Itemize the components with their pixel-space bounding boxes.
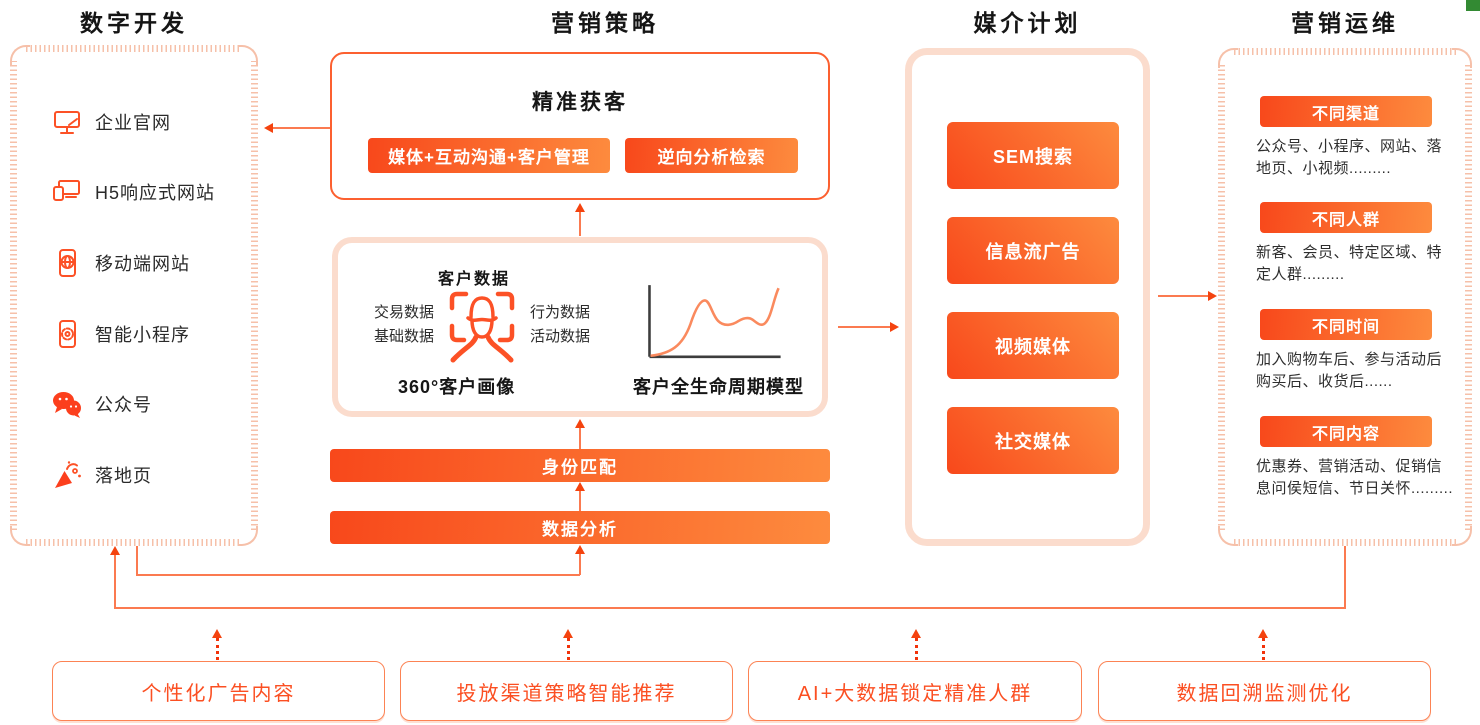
ops-button-content[interactable]: 不同内容 [1260,416,1432,447]
dotted-arrow-4 [1258,629,1268,660]
hatch-border-top [26,45,242,52]
panel-marketing-ops: 不同渠道 公众号、小程序、网站、落地页、小视频......... 不同人群 新客… [1218,48,1472,546]
dotted-arrow-3 [911,629,921,660]
mobile-site-icon [59,249,76,277]
bar-data-analysis[interactable]: 数据分析 [330,511,830,544]
customer-data-title: 客户数据 [438,271,511,288]
lifecycle-caption: 客户全生命周期模型 [633,377,804,397]
dotted-arrow-2 [563,629,573,660]
dev-item-label: H5响应式网站 [95,183,216,203]
acquisition-button-reverse-analysis[interactable]: 逆向分析检索 [625,138,798,173]
column-title-digital-dev: 数字开发 [80,10,188,36]
bottom-box-ai-targeting[interactable]: AI+大数据锁定精准人群 [748,661,1082,721]
ops-desc-content: 优惠券、营销活动、促销信息问侯短信、节日关怀......... [1256,458,1454,497]
ops-desc-audiences: 新客、会员、特定区域、特定人群......... [1256,244,1443,283]
ops-button-audiences[interactable]: 不同人群 [1260,202,1432,233]
hatch-border-left [10,61,17,530]
hatch-border-bottom [1234,539,1456,546]
ops-desc-timing: 加入购物车后、参与活动后购买后、收货后...... [1256,351,1443,390]
dev-item-landing-page[interactable]: 落地页 [52,458,152,492]
bottom-box-data-tracking[interactable]: 数据回溯监测优化 [1098,661,1431,721]
mini-program-icon [59,320,76,348]
media-button-video-media[interactable]: 视频媒体 [947,312,1119,379]
landing-page-icon [55,461,81,488]
panel-precise-acquisition: 精准获客 媒体+互动沟通+客户管理 逆向分析检索 [330,52,830,200]
panel-digital-dev: 企业官网 H5响应式网站 移动端网站 智能小程序 [10,45,258,546]
dev-item-label: 移动端网站 [95,254,190,274]
ops-button-channels[interactable]: 不同渠道 [1260,96,1432,127]
ops-desc-channels: 公众号、小程序、网站、落地页、小视频......... [1256,138,1443,177]
column-title-marketing-ops: 营销运维 [1291,10,1399,36]
media-button-feed-ads[interactable]: 信息流广告 [947,217,1119,284]
column-title-media-plan: 媒介计划 [973,10,1082,36]
hatch-border-right [251,61,258,530]
hatch-border-top [1234,48,1456,55]
dev-item-website[interactable]: 企业官网 [52,105,171,139]
hatch-border-bottom [26,539,242,546]
dev-item-label: 公众号 [95,395,152,415]
data-label-transaction: 交易数据 [374,304,435,321]
dev-item-label: 智能小程序 [95,325,190,345]
media-button-social-media[interactable]: 社交媒体 [947,407,1119,474]
bottom-box-channel-recommendation[interactable]: 投放渠道策略智能推荐 [400,661,733,721]
panel-media-plan: SEM搜索 信息流广告 视频媒体 社交媒体 [905,48,1150,546]
responsive-site-icon [53,180,80,201]
dev-item-label: 落地页 [95,466,152,486]
dev-item-mini-program[interactable]: 智能小程序 [52,317,190,351]
dev-item-mobile-site[interactable]: 移动端网站 [52,246,190,280]
bar-identity-matching[interactable]: 身份匹配 [330,449,830,482]
hatch-border-left [1218,64,1225,530]
hatch-border-right [1465,64,1472,530]
acquisition-button-media-crm[interactable]: 媒体+互动沟通+客户管理 [368,138,610,173]
ops-button-timing[interactable]: 不同时间 [1260,309,1432,340]
data-label-basic: 基础数据 [374,328,435,345]
monitor-icon [54,111,80,134]
dev-item-official-account[interactable]: 公众号 [52,387,152,421]
green-marker [1466,0,1480,11]
panel-customer-data: 客户数据 交易数据 基础数据 行为数据 活动数据 360°客户画像 客户全生命周… [332,237,828,417]
bottom-box-personalized-ads[interactable]: 个性化广告内容 [52,661,385,721]
column-title-marketing-strategy: 营销策略 [551,10,659,36]
dev-item-h5-site[interactable]: H5响应式网站 [52,175,215,209]
media-button-sem[interactable]: SEM搜索 [947,122,1119,189]
portrait-caption: 360°客户画像 [398,377,516,397]
wechat-icon [53,392,81,418]
dev-item-label: 企业官网 [95,113,171,133]
data-label-behavior: 行为数据 [530,304,591,321]
dotted-arrow-1 [212,629,222,660]
lifecycle-chart [648,285,781,359]
data-label-activity: 活动数据 [530,328,591,345]
acquisition-title: 精准获客 [532,91,628,114]
customer-portrait-icon [449,291,515,363]
